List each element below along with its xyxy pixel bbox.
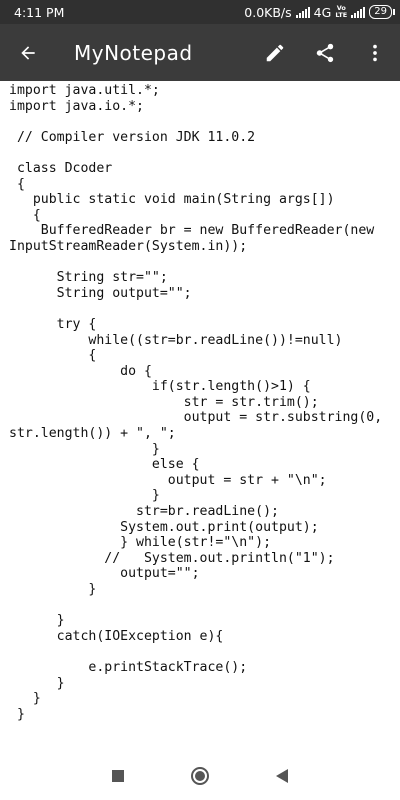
code-line: } while(str!="\n"); bbox=[9, 535, 272, 551]
code-line: e.printStackTrace(); bbox=[9, 659, 248, 675]
code-line: } bbox=[9, 691, 41, 707]
arrow-back-icon bbox=[21, 45, 35, 60]
circle-home-icon bbox=[191, 767, 209, 785]
nav-back-button[interactable] bbox=[241, 752, 323, 800]
code-line: } bbox=[9, 613, 65, 629]
code-line: // Compiler version JDK 11.0.2 bbox=[9, 129, 256, 145]
code-line: else { bbox=[9, 457, 200, 473]
code-line bbox=[9, 301, 397, 317]
code-line: while((str=br.readLine())!=null) bbox=[9, 332, 343, 348]
code-line: } bbox=[9, 441, 160, 457]
code-line bbox=[9, 145, 397, 161]
code-line: import java.util.*; bbox=[9, 83, 160, 98]
status-time: 4:11 PM bbox=[14, 4, 65, 20]
code-line: output = str.substring(0, bbox=[9, 410, 383, 426]
code-line: } bbox=[9, 582, 97, 597]
code-line bbox=[9, 114, 397, 130]
code-line: } bbox=[9, 706, 25, 722]
code-line: class Dcoder bbox=[9, 160, 113, 176]
edit-button[interactable] bbox=[250, 29, 300, 77]
app-bar: MyNotepad bbox=[0, 24, 400, 81]
code-line bbox=[9, 598, 397, 614]
code-line bbox=[9, 255, 397, 271]
navigation-bar bbox=[0, 752, 400, 800]
code-line: str=br.readLine(); bbox=[9, 504, 279, 520]
code-line: String str=""; bbox=[9, 270, 168, 286]
code-line: } bbox=[9, 675, 65, 691]
code-line: output = str + "\n"; bbox=[9, 472, 327, 488]
signal-strength-2-icon bbox=[351, 6, 366, 18]
battery-icon: 29 bbox=[369, 5, 395, 19]
code-line: System.out.print(output); bbox=[9, 519, 319, 535]
recents-button[interactable] bbox=[77, 752, 159, 800]
more-vert-icon bbox=[373, 44, 377, 61]
code-line: catch(IOException e){ bbox=[9, 628, 224, 644]
back-button[interactable] bbox=[4, 29, 52, 77]
code-line: { bbox=[9, 348, 97, 364]
pencil-icon bbox=[266, 44, 284, 61]
note-content[interactable]: import java.util.*;import java.io.*; // … bbox=[9, 83, 397, 722]
share-icon bbox=[316, 43, 334, 62]
code-line: str.length()) + ", "; bbox=[9, 426, 176, 442]
code-line: InputStreamReader(System.in)); bbox=[9, 238, 248, 254]
code-line: BufferedReader br = new BufferedReader(n… bbox=[9, 223, 375, 239]
code-line: str = str.trim(); bbox=[9, 394, 319, 410]
more-options-button[interactable] bbox=[350, 29, 400, 77]
code-line: output=""; bbox=[9, 566, 200, 582]
code-line: } bbox=[9, 488, 160, 504]
battery-level: 29 bbox=[374, 6, 387, 17]
code-line: if(str.length()>1) { bbox=[9, 379, 311, 395]
code-line: { bbox=[9, 176, 25, 192]
square-recents-icon bbox=[112, 770, 124, 782]
code-line bbox=[9, 644, 397, 660]
signal-strength-icon bbox=[295, 6, 310, 18]
app-bar-actions bbox=[250, 29, 400, 77]
code-line: do { bbox=[9, 363, 152, 379]
network-speed: 0.0KB/s bbox=[244, 4, 292, 20]
code-line: String output=""; bbox=[9, 285, 192, 301]
triangle-back-icon bbox=[276, 769, 288, 783]
code-line: // System.out.println("1"); bbox=[9, 550, 335, 566]
network-type: 4G bbox=[313, 4, 332, 20]
app-title: MyNotepad bbox=[74, 40, 193, 65]
code-line: { bbox=[9, 207, 41, 223]
share-button[interactable] bbox=[300, 29, 350, 77]
code-line: try { bbox=[9, 316, 97, 332]
home-button[interactable] bbox=[159, 752, 241, 800]
code-line: public static void main(String args[]) bbox=[9, 192, 335, 208]
code-line: import java.io.*; bbox=[9, 98, 144, 114]
